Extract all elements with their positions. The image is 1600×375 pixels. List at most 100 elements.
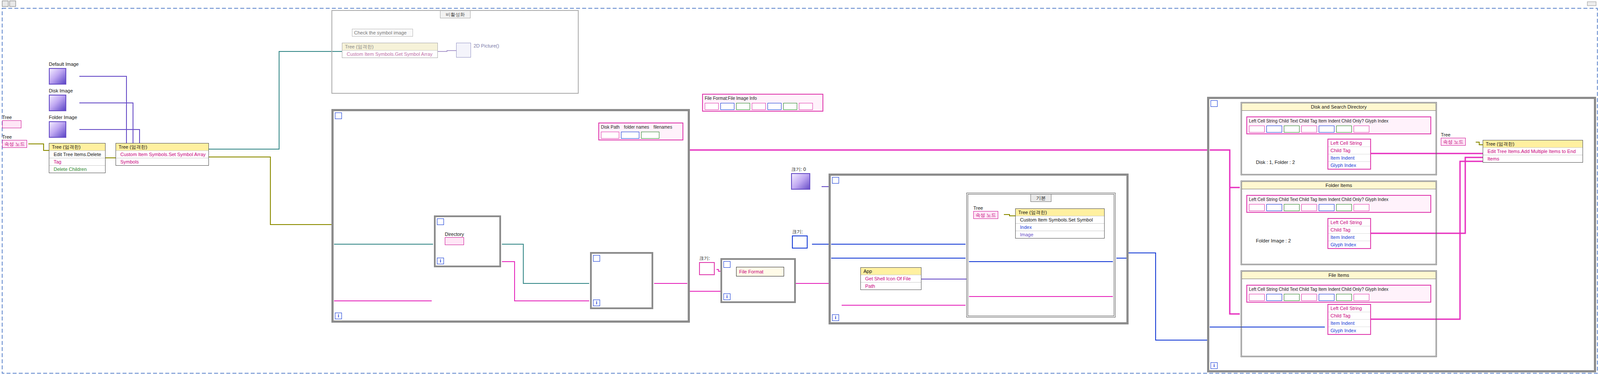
property-header: Tree (엄격한) (49, 143, 106, 151)
cluster-element (1266, 204, 1283, 212)
structure-header: 비활성화 (440, 10, 471, 19)
frame-title: Folder Items (1322, 181, 1355, 189)
bundle-element: Child Tag (1328, 146, 1371, 154)
cluster-label: Left Cell String Child Text Child Tag It… (1248, 286, 1389, 293)
terminal-label: Directory (444, 231, 471, 238)
for-loop: i (590, 252, 654, 310)
cluster-element (1248, 293, 1265, 301)
cluster-labels: Left Cell String Child Text Child Tag It… (1248, 118, 1429, 125)
image-constant: Folder Image (48, 114, 80, 138)
image-label: Folder Image (48, 114, 80, 121)
string-wire (334, 300, 432, 302)
image-constant: Disk Image (48, 87, 80, 112)
property-row: Delete Children (49, 165, 106, 173)
terminal: Tree속성 노드 (2, 133, 29, 148)
cluster-label: Left Cell String Child Text Child Tag It… (1248, 118, 1389, 125)
cluster-labels: File Format:File Image Info (704, 95, 821, 102)
terminal-box: 속성 노드 (2, 139, 28, 148)
int-wire (831, 243, 966, 245)
cluster-constant: File Format:File Image Info (702, 93, 824, 112)
string-wire (501, 261, 590, 301)
bundle-element: Item Indent (1328, 233, 1371, 241)
wire-connector (437, 50, 457, 52)
iteration-terminal: i (1210, 362, 1218, 369)
image-label: Disk Image (48, 87, 80, 94)
property-row: Index (1015, 223, 1105, 231)
terminal-label: Tree (1440, 131, 1476, 138)
wire-connector (921, 278, 967, 280)
property-row: Edit Tree Items.Add Multiple Items to En… (1483, 147, 1583, 155)
iteration-terminal: i (436, 257, 444, 265)
size-label: 크기: (791, 228, 812, 235)
bundle-element: Glyph Index (1328, 240, 1371, 249)
bundle-by-name: Left Cell StringChild TagItem IndentGlyp… (1327, 303, 1372, 335)
cluster-elements (704, 102, 821, 110)
terminal-box: 속성 노드 (973, 211, 999, 219)
bundle-element: Glyph Index (1328, 326, 1371, 335)
frame-title: Disk and Search Directory (1308, 103, 1370, 111)
wire-connector (79, 129, 140, 144)
label-wrap: Folder Image : 2 (1255, 237, 1291, 244)
terminal: Tree (2, 114, 22, 130)
annotation-label: Disk : 1, Folder : 2 (1255, 159, 1295, 166)
bundle-element: Child Tag (1328, 311, 1371, 320)
cluster-elements (600, 131, 681, 139)
size-terminal (791, 235, 808, 249)
cluster-label: folder names (624, 124, 650, 131)
comment-text: Check the symbol image (354, 29, 411, 36)
wires (334, 150, 1325, 328)
bundle-element: Glyph Index (1328, 161, 1371, 169)
comment-box: Check the symbol image (351, 28, 413, 37)
property-node: Tree (엄격한)Edit Tree Items.Add Multiple I… (1482, 139, 1583, 163)
case-structure: 기본 Tree속성 노드 Tree (엄격한)Custom Item Symbols… (966, 192, 1116, 318)
subvi-name: File Format (739, 268, 782, 275)
string-wire (968, 296, 1113, 297)
image-constant: Default Image (48, 61, 80, 85)
annotation-label: Folder Image : 2 (1255, 237, 1291, 244)
wire-connector (1003, 214, 1016, 216)
size-control: 크기: (699, 255, 717, 276)
label-wrap: Disk : 1, Folder : 2 (1255, 159, 1295, 166)
frame-title: File Items (1325, 271, 1352, 279)
for-loop: i Directory (433, 215, 502, 268)
property-node: Tree (엄격한)Custom Item Symbols.Set Symbol… (1015, 208, 1105, 239)
wire-connector (105, 157, 116, 159)
image-label: Default Image (48, 61, 80, 68)
cluster-element (1353, 293, 1370, 301)
diagram-frame (2, 8, 1598, 374)
bundle-element: Left Cell String (1328, 139, 1371, 147)
property-header: Tree (엄격한) (115, 143, 209, 151)
disable-structure: 비활성화Check the symbol imageTree (엄격한)Cust… (331, 10, 579, 94)
wire-connector (79, 76, 127, 144)
case-selector: 기본 (1030, 194, 1052, 202)
cluster-element (1301, 204, 1317, 212)
property-header: Tree (엄격한) (1483, 140, 1583, 148)
iteration-wrap: i (723, 293, 731, 301)
bundle-element: Left Cell String (1328, 304, 1371, 312)
property-node: AppGet Shell Icon Of FilePath (860, 267, 922, 290)
count-terminal (1210, 100, 1218, 107)
int-wire (1209, 326, 1325, 328)
cluster-element (798, 102, 813, 110)
sequence-frame: File ItemsLeft Cell String Child Text Ch… (1240, 270, 1437, 358)
size-label: 크기: (699, 255, 717, 262)
terminal-label: Tree (973, 204, 1004, 212)
sequence-frame: Folder ItemsLeft Cell String Child Text … (1240, 180, 1437, 266)
picture-indicator: 2D Picture() (456, 42, 522, 58)
bundle-element: Left Cell String (1328, 218, 1371, 226)
property-row: Items (1483, 154, 1583, 163)
string-wire (841, 304, 966, 306)
int-wire (831, 257, 966, 259)
cluster-constant: Left Cell String Child Text Child Tag It… (1246, 116, 1432, 135)
cluster-labels: Left Cell String Child Text Child Tag It… (1248, 196, 1429, 203)
iteration-terminal: i (334, 312, 342, 320)
count-terminal (436, 218, 444, 226)
cluster-element (1336, 125, 1352, 133)
cluster-element (1283, 125, 1300, 133)
property-row: Custom Item Symbols.Set Symbol (1015, 215, 1105, 224)
cluster-element (641, 131, 660, 139)
cluster-wire (1209, 150, 1240, 314)
wire-connector (811, 243, 829, 245)
image-thumbnail (48, 68, 67, 85)
